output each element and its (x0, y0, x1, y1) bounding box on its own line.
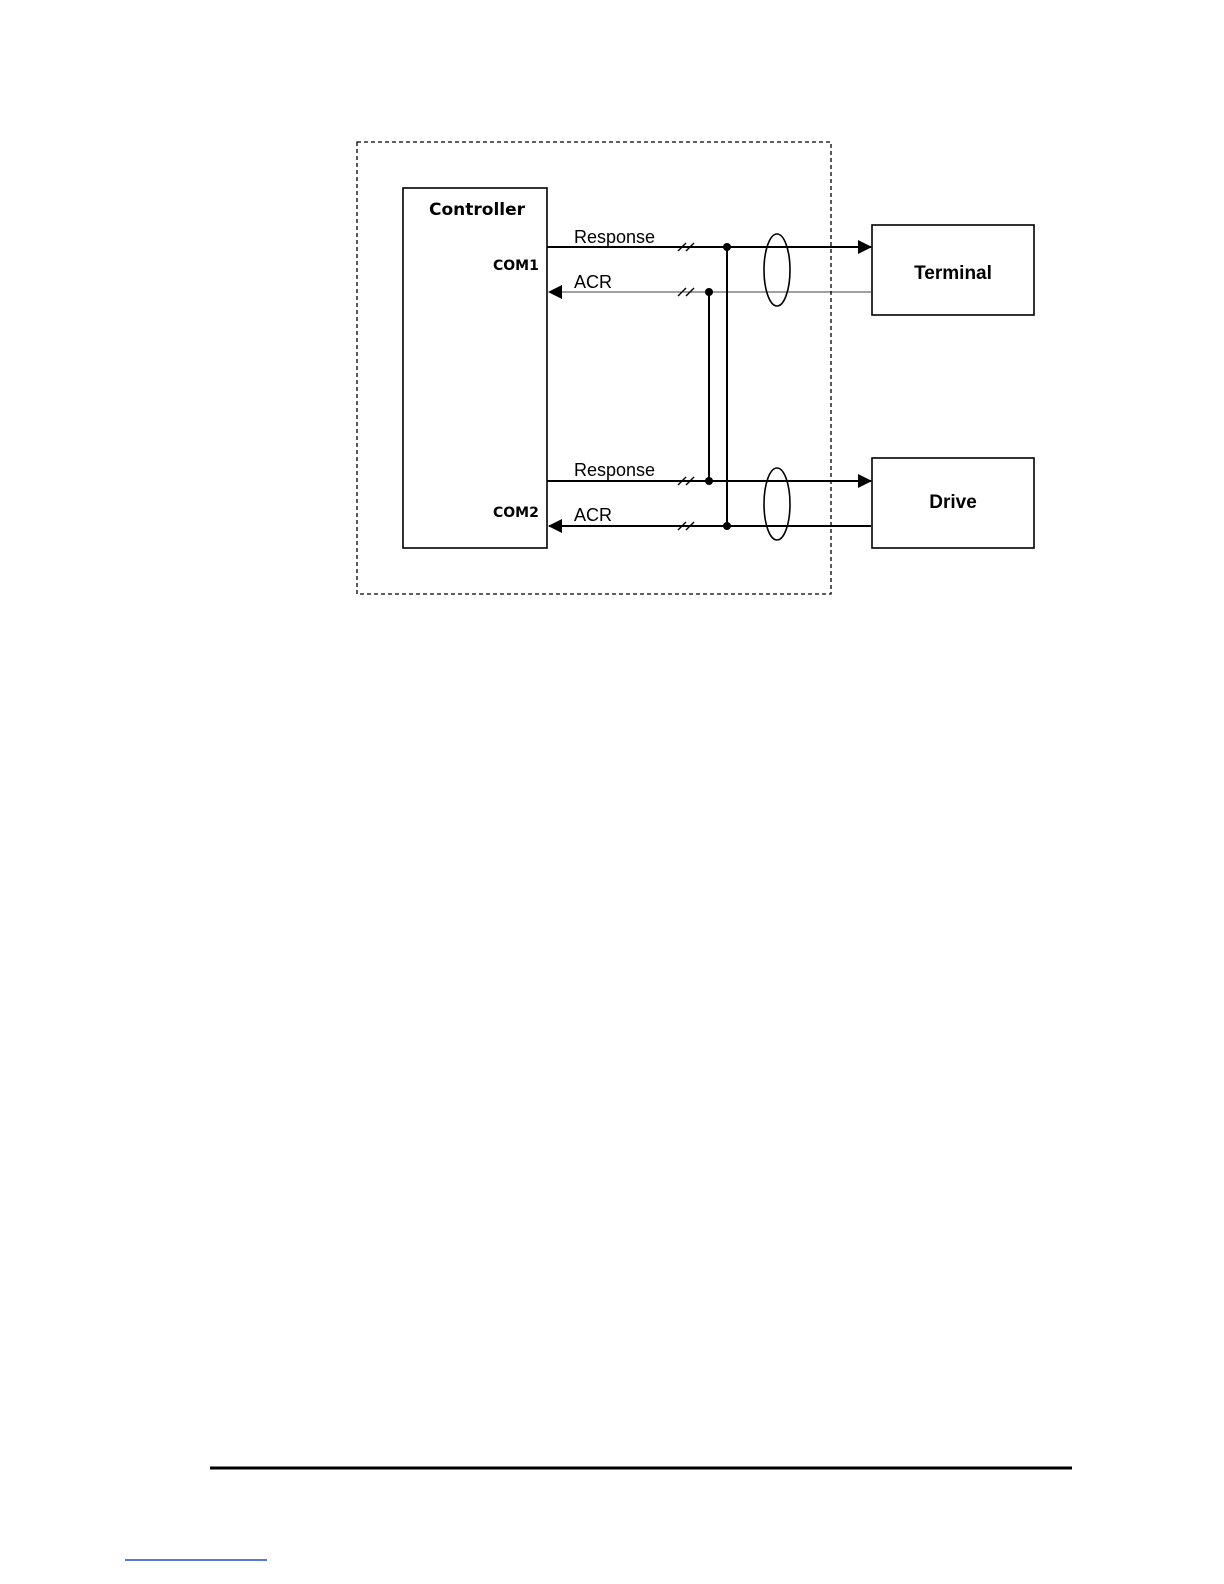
cable-bundle-terminal (764, 234, 790, 306)
com1-label: COM1 (493, 258, 539, 274)
junction-dot (723, 243, 731, 251)
cable-bundle-drive (764, 468, 790, 540)
com1-acr-label: ACR (574, 272, 612, 292)
controller-title: Controller (429, 200, 526, 220)
terminal-label: Terminal (914, 263, 992, 284)
com2-response-label: Response (574, 460, 655, 480)
junction-dot (723, 522, 731, 530)
junction-dot (705, 288, 713, 296)
controller-box (403, 188, 547, 548)
junction-dot (705, 477, 713, 485)
drive-block: Drive (872, 458, 1034, 548)
controller-block: Controller COM1 COM2 (403, 188, 547, 548)
com2-label: COM2 (493, 505, 539, 521)
terminal-block: Terminal (872, 225, 1034, 315)
com2-acr-signal: ACR (549, 505, 871, 526)
bus-break-marks (678, 243, 694, 530)
drive-label: Drive (929, 492, 977, 513)
com1-response-label: Response (574, 227, 655, 247)
com2-acr-label: ACR (574, 505, 612, 525)
com1-response-signal: Response (547, 227, 871, 247)
